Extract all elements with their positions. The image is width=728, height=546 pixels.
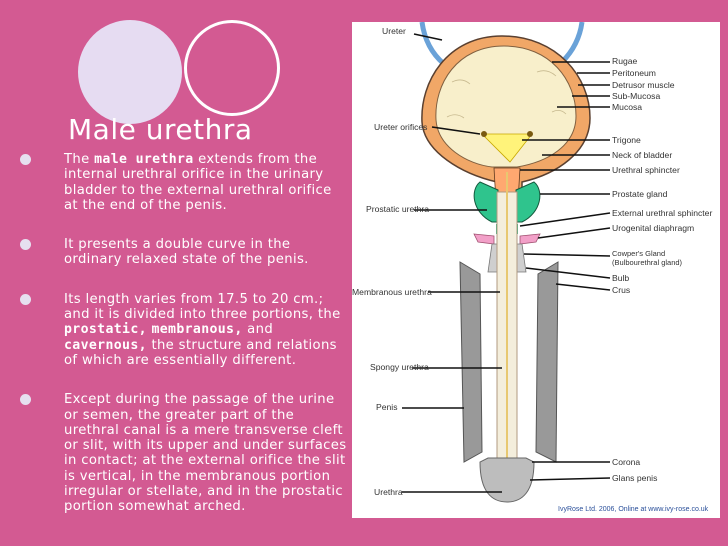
bullet-icon — [20, 394, 31, 406]
bullet-icon — [20, 154, 31, 165]
ureter-orifice-right — [527, 131, 533, 137]
rugae — [446, 70, 567, 119]
label-submucosa: Sub-Mucosa — [612, 91, 660, 101]
bullet-item: Except during the passage of the urine o… — [20, 392, 350, 514]
label-urethra: Urethra — [374, 487, 403, 497]
bullet-icon — [20, 293, 31, 305]
right-leaders — [519, 61, 611, 481]
label-bulb: Bulb — [612, 273, 629, 283]
label-prostatic-urethra: Prostatic urethra — [366, 204, 429, 214]
slide-title: Male urethra — [68, 113, 253, 146]
credit-text: IvyRose Ltd. 2006, Online at www.ivy-ros… — [558, 506, 709, 513]
bullet-list: The male urethra extends from the intern… — [20, 152, 350, 515]
bullet-icon — [20, 239, 31, 251]
bullet-item: The male urethra extends from the intern… — [20, 152, 350, 213]
left-ureter — [419, 22, 446, 66]
right-ureter — [560, 22, 585, 64]
label-glans-penis: Glans penis — [612, 473, 657, 483]
bladder-lumen — [435, 45, 577, 168]
label-prostate-gland: Prostate gland — [612, 189, 668, 199]
right-crus — [535, 261, 559, 463]
label-trigone: Trigone — [612, 135, 641, 145]
label-membranous-urethra: Membranous urethra — [352, 287, 432, 297]
label-cowpers-gland: Cowper's Gland — [612, 249, 665, 258]
label-neck-of-bladder: Neck of bladder — [612, 150, 672, 160]
label-penis: Penis — [376, 402, 398, 412]
trigone — [481, 133, 533, 163]
label-crus: Crus — [612, 285, 630, 295]
label-rugae: Rugae — [612, 56, 638, 66]
left-leaders — [402, 33, 502, 493]
label-spongy-urethra: Spongy urethra — [370, 362, 429, 372]
bullet-item: Its length varies from 17.5 to 20 cm.; a… — [20, 292, 350, 368]
label-mucosa: Mucosa — [612, 102, 642, 112]
decorative-circle-filled — [78, 20, 182, 124]
label-peritoneum: Peritoneum — [612, 68, 656, 78]
decorative-circle-outline — [184, 20, 280, 116]
ureter-orifice-left — [481, 131, 487, 137]
label-bulbourethral-gland: (Bulbourethral gland) — [612, 258, 683, 267]
label-detrusor: Detrusor muscle — [612, 80, 675, 90]
bold-term: male urethra — [94, 152, 194, 167]
glans-penis — [479, 457, 535, 503]
label-ureter-orifices: Ureter orifices — [374, 122, 427, 132]
bold-term: prostatic, — [64, 322, 147, 338]
label-ureter: Ureter — [382, 26, 406, 36]
bold-term: cavernous, — [64, 337, 147, 353]
label-corona: Corona — [612, 457, 640, 467]
label-external-sphincter: External urethral sphincter — [612, 208, 712, 218]
left-crus — [459, 261, 483, 463]
anatomy-svg: Ureter Ureter orifices Prostatic urethra… — [352, 22, 712, 513]
label-urogenital-diaphragm: Urogenital diaphragm — [612, 223, 694, 233]
bold-term: membranous, — [151, 322, 243, 338]
urethra-anatomy-diagram: Ureter Ureter orifices Prostatic urethra… — [352, 22, 720, 518]
bullet-item: It presents a double curve in the ordina… — [20, 237, 350, 268]
label-urethral-sphincter: Urethral sphincter — [612, 165, 680, 175]
